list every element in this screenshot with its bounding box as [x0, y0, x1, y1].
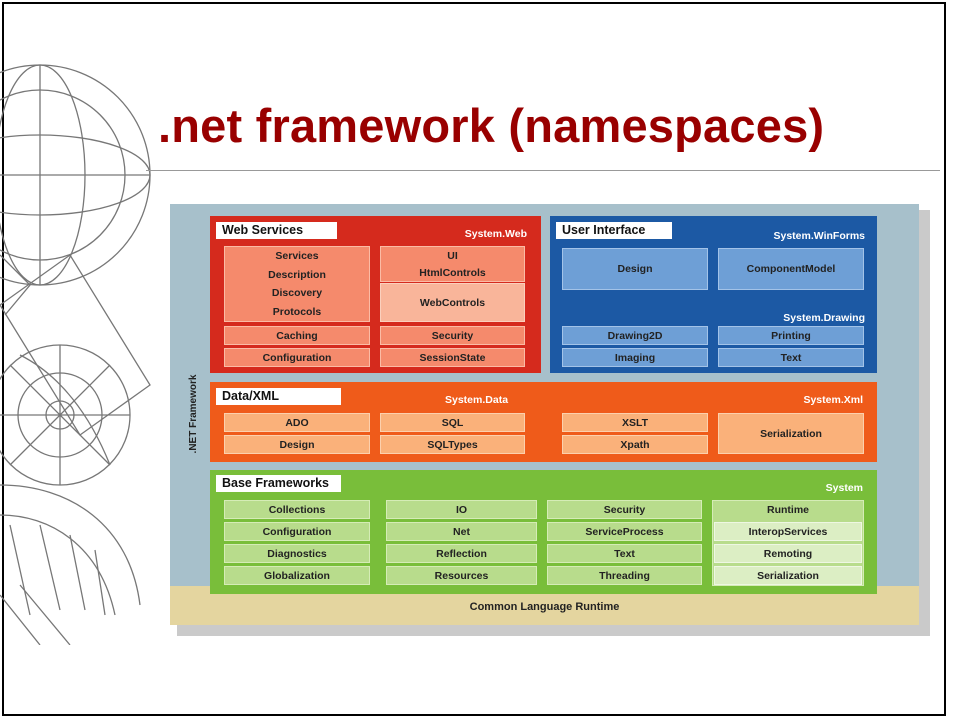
web-services-tab: Web Services: [216, 222, 337, 239]
drawing-text-box: Text: [718, 348, 864, 367]
base-frameworks-panel: Base Frameworks System Collections Confi…: [210, 470, 877, 594]
imaging-box: Imaging: [562, 348, 708, 367]
xslt-box: XSLT: [562, 413, 708, 432]
serviceprocess-box: ServiceProcess: [547, 522, 702, 541]
resources-box: Resources: [386, 566, 537, 585]
data-design-box: Design: [224, 435, 370, 454]
net-box: Net: [386, 522, 537, 541]
system-drawing-namespace: System.Drawing: [783, 312, 865, 324]
base-text-box: Text: [547, 544, 702, 563]
collections-box: Collections: [224, 500, 370, 519]
framework-diagram: Common Language Runtime .NET Framework W…: [170, 204, 919, 625]
globe-sextant-decoration: [0, 64, 151, 645]
drawing2d-box: Drawing2D: [562, 326, 708, 345]
base-frameworks-tab: Base Frameworks: [216, 475, 341, 492]
sessionstate-box: SessionState: [380, 348, 525, 367]
webcontrols-box: WebControls: [380, 283, 525, 322]
componentmodel-box: ComponentModel: [718, 248, 864, 290]
sqltypes-box: SQLTypes: [380, 435, 525, 454]
caching-box: Caching: [224, 326, 370, 345]
xpath-box: Xpath: [562, 435, 708, 454]
clr-label: Common Language Runtime: [469, 601, 620, 613]
base-configuration-box: Configuration: [224, 522, 370, 541]
data-xml-panel: Data/XML System.Data System.Xml ADO SQL …: [210, 382, 877, 462]
base-security-box: Security: [547, 500, 702, 519]
web-security-box: Security: [380, 326, 525, 345]
services-stack: Services Description Discovery Protocols: [224, 246, 370, 322]
threading-box: Threading: [547, 566, 702, 585]
net-framework-label: .NET Framework: [188, 374, 199, 454]
sql-box: SQL: [380, 413, 525, 432]
user-interface-panel: User Interface System.WinForms Design Co…: [550, 216, 877, 373]
globalization-box: Globalization: [224, 566, 370, 585]
io-box: IO: [386, 500, 537, 519]
data-xml-tab: Data/XML: [216, 388, 341, 405]
web-services-panel: Web Services System.Web Services Descrip…: [210, 216, 541, 373]
ado-box: ADO: [224, 413, 370, 432]
web-configuration-box: Configuration: [224, 348, 370, 367]
user-interface-tab: User Interface: [556, 222, 672, 239]
title-divider: [146, 170, 940, 171]
remoting-box: Remoting: [714, 544, 862, 563]
htmlcontrols-item: HtmlControls: [419, 266, 486, 279]
system-xml-namespace: System.Xml: [803, 394, 863, 406]
runtime-serialization-box: Serialization: [714, 566, 862, 585]
discovery-item: Discovery: [271, 287, 323, 300]
diagnostics-box: Diagnostics: [224, 544, 370, 563]
ui-item: UI: [447, 249, 458, 262]
system-namespace: System: [825, 482, 863, 494]
system-winforms-namespace: System.WinForms: [773, 230, 865, 242]
interopservices-box: InteropServices: [714, 522, 862, 541]
runtime-label: Runtime: [767, 504, 809, 516]
printing-box: Printing: [718, 326, 864, 345]
reflection-box: Reflection: [386, 544, 537, 563]
description-item: Description: [268, 268, 326, 281]
services-item: Services: [275, 250, 319, 263]
system-data-namespace: System.Data: [445, 394, 509, 406]
system-web-namespace: System.Web: [464, 228, 527, 240]
ui-stack: UI HtmlControls: [380, 246, 525, 282]
xml-serialization-box: Serialization: [718, 413, 864, 454]
protocols-item: Protocols: [272, 305, 322, 318]
design-box: Design: [562, 248, 708, 290]
slide-title: .net framework (namespaces): [158, 99, 825, 152]
